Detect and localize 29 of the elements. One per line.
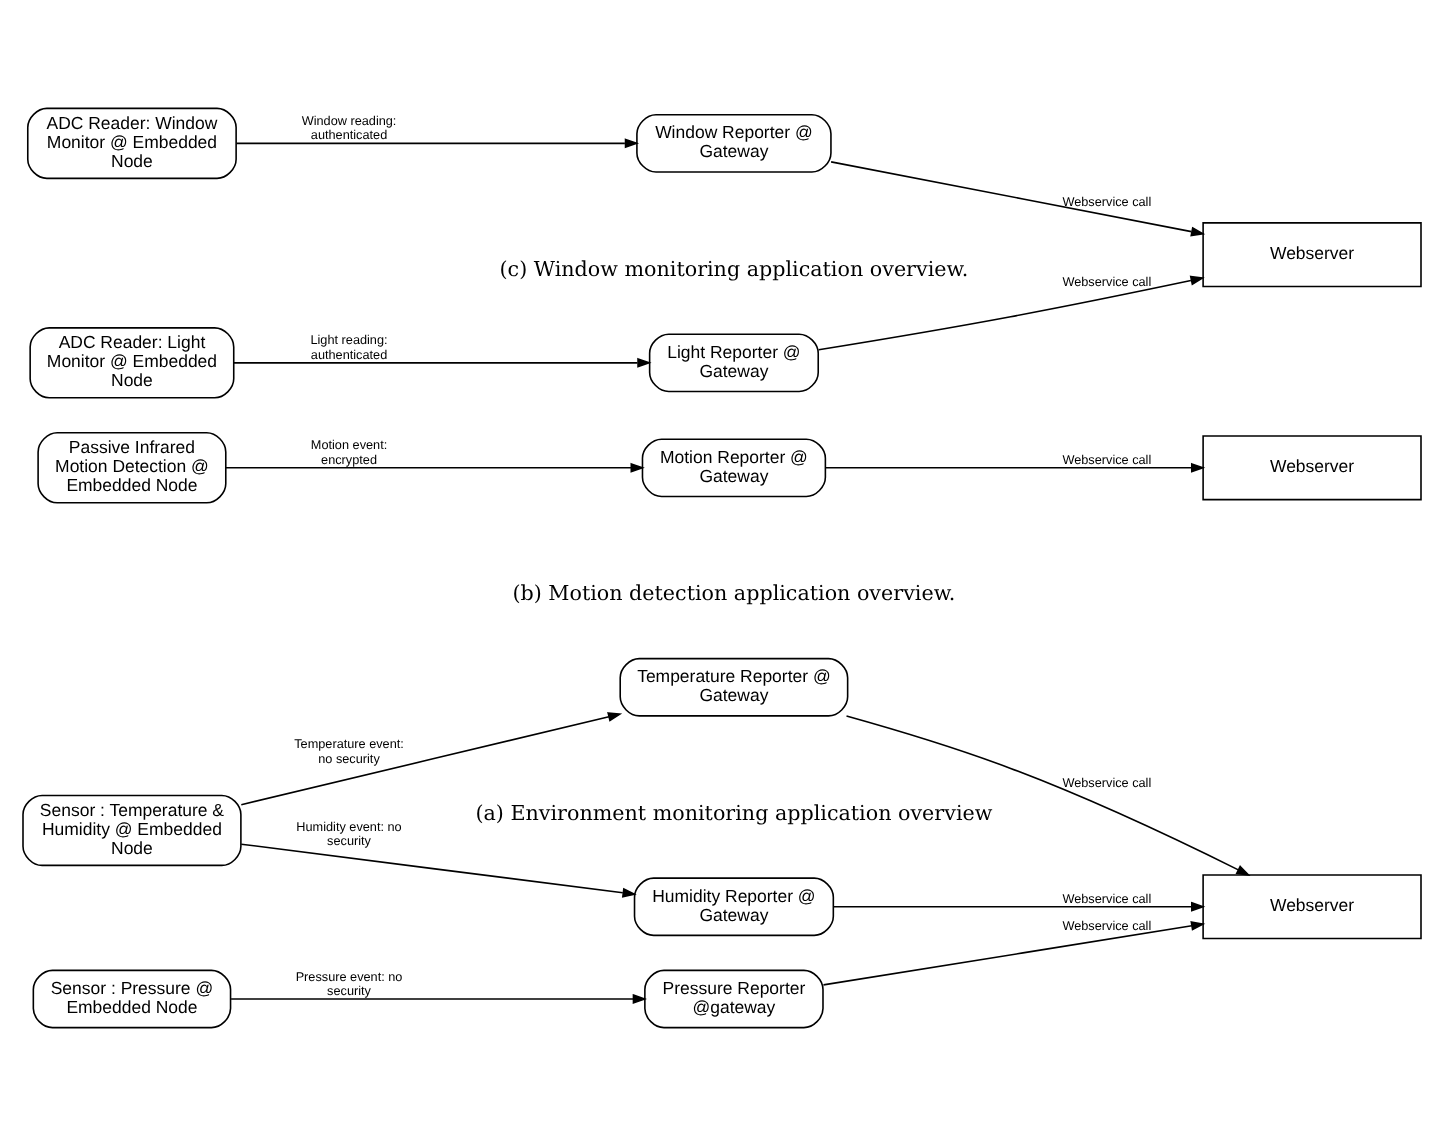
arrow [822, 920, 1206, 986]
node-box: Humidity Reporter @ Gateway [633, 877, 835, 937]
arrow [240, 712, 623, 806]
node-box: Passive Infrared Motion Detection @ Embedded Node [37, 432, 227, 504]
label: (c) Window monitoring application overview. [499, 257, 969, 282]
arrow [235, 138, 640, 149]
node-box: Webserver [1202, 874, 1422, 940]
node-box: Webserver [1202, 435, 1422, 501]
node-box: Pressure Reporter @gateway [644, 969, 824, 1029]
node-box: Temperature Reporter @ Gateway [619, 657, 849, 717]
node-box: ADC Reader: Window Monitor @ Embedded Node [26, 107, 237, 180]
node-box: Window Reporter @ Gateway [636, 113, 832, 173]
node-box: Motion Reporter @ Gateway [641, 438, 827, 498]
arrow [225, 462, 645, 473]
label: (b) Motion detection application overview. [512, 582, 956, 607]
arrow [230, 994, 647, 1005]
arrow [240, 843, 637, 898]
arrow [825, 462, 1206, 473]
node-box: Sensor : Temperature & Humidity @ Embedded Node [22, 794, 242, 867]
node-box: Light Reporter @ Gateway [648, 333, 819, 393]
arrow [817, 275, 1205, 351]
node-box: ADC Reader: Light Monitor @ Embedded Node [29, 327, 235, 399]
arrow [845, 715, 1251, 876]
label: (a) Environment monitoring application overview [475, 801, 993, 826]
node-box: Webserver [1202, 222, 1422, 288]
arrow [832, 901, 1206, 912]
arrow [232, 357, 652, 368]
arrow [830, 161, 1206, 237]
node-box: Sensor : Pressure @ Embedded Node [32, 969, 232, 1029]
